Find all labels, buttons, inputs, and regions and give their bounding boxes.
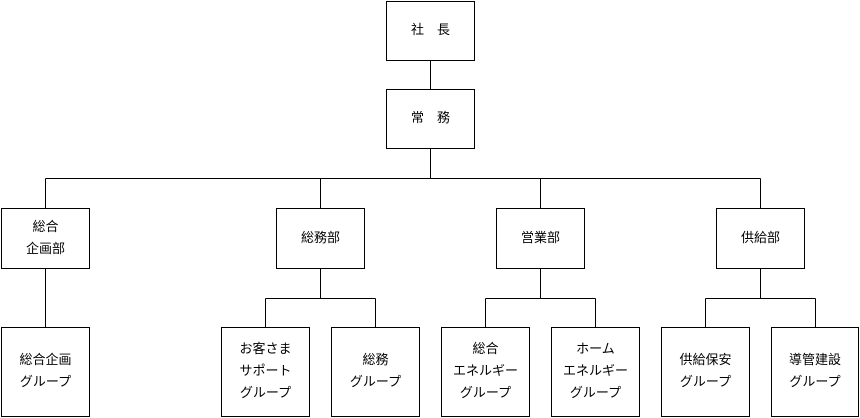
group-label: 総合 エネルギー グループ [452, 342, 518, 401]
node-group-total-energy: 総合 エネルギー グループ [441, 327, 530, 417]
department-label: 供給部 [740, 230, 780, 246]
department-label: 総合 企画部 [25, 219, 65, 257]
department-label: 総務部 [300, 230, 340, 246]
node-department-sales: 営業部 [496, 208, 585, 269]
node-president: 社 長 [386, 1, 475, 61]
department-label: 営業部 [520, 230, 560, 246]
node-president-label: 社 長 [410, 23, 450, 38]
group-label: お客さま サポート グループ [239, 342, 292, 401]
node-executive: 常 務 [386, 89, 475, 149]
group-label: 導管建設 グループ [788, 353, 841, 390]
group-label: 総合企画 グループ [19, 353, 72, 390]
node-group-pipeline-construction: 導管建設 グループ [771, 327, 859, 417]
node-department-general-affairs: 総務部 [276, 208, 365, 269]
node-group-planning: 総合企画 グループ [1, 327, 90, 417]
node-department-planning: 総合 企画部 [1, 208, 90, 269]
node-department-supply: 供給部 [716, 208, 805, 269]
node-group-general-affairs: 総務 グループ [331, 327, 420, 417]
group-label: 供給保安 グループ [679, 353, 732, 390]
group-label: 総務 グループ [349, 353, 402, 390]
group-label: ホーム エネルギー グループ [562, 342, 628, 401]
node-group-home-energy: ホーム エネルギー グループ [551, 327, 640, 417]
node-group-customer-support: お客さま サポート グループ [221, 327, 310, 417]
node-executive-label: 常 務 [410, 111, 450, 126]
node-group-supply-safety: 供給保安 グループ [661, 327, 750, 417]
